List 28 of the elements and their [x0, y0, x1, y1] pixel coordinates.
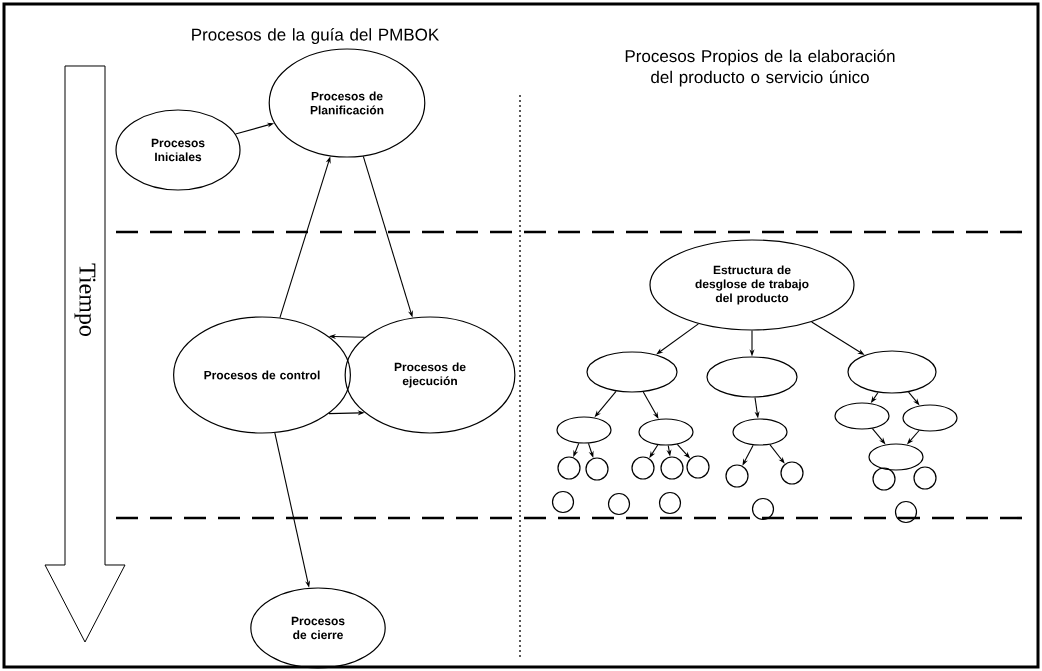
small-circle [913, 466, 937, 490]
arrow [769, 444, 785, 464]
ellipse-shape [847, 350, 937, 394]
small-circle [872, 467, 896, 491]
ellipse-shape [868, 443, 924, 471]
axis-label: Tiempo [74, 263, 96, 336]
small-circle [551, 490, 575, 514]
arrow [642, 391, 659, 419]
ellipse-shape [706, 356, 798, 398]
column-heading: Procesos Propios de la elaboración del producto o servicio único [625, 49, 895, 87]
ellipse-shape [586, 351, 678, 393]
arrow [656, 323, 699, 355]
small-circle [780, 461, 804, 485]
small-circle [686, 455, 710, 479]
small-circle [631, 456, 655, 480]
ellipse-shape [902, 404, 958, 432]
ellipse-shape [638, 418, 694, 446]
small-circle [894, 500, 918, 524]
small-circle [607, 492, 631, 516]
small-circle [658, 491, 682, 515]
ellipse-shape [556, 416, 612, 444]
small-circle [660, 456, 684, 480]
small-circle [751, 497, 775, 521]
small-circle [725, 464, 749, 488]
small-circle [557, 456, 581, 480]
ellipse-shape [834, 402, 890, 430]
ellipse-shape [732, 418, 788, 446]
small-circle [585, 457, 609, 481]
